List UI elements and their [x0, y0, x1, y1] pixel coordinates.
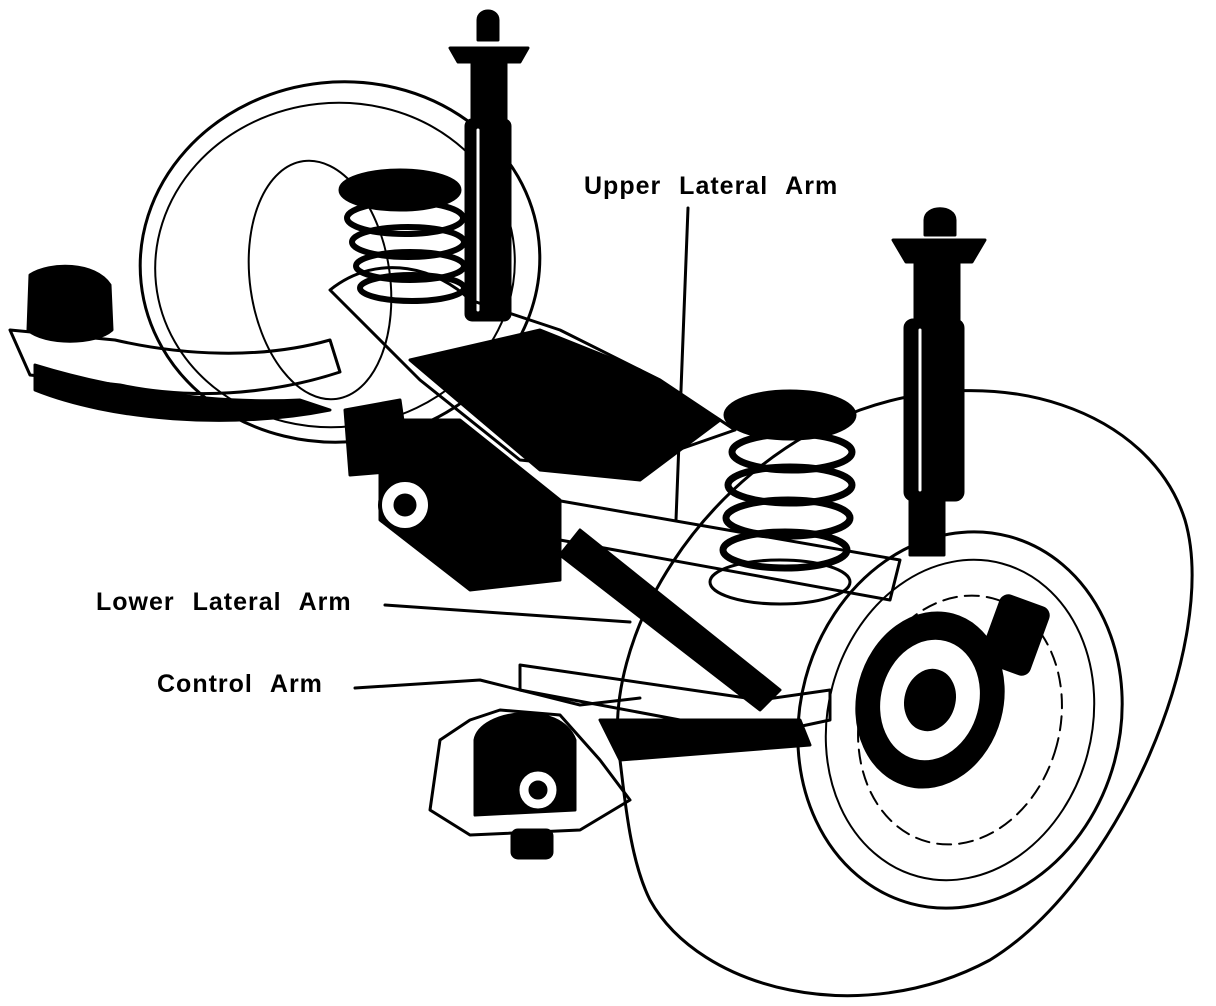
front-mount-bushing [428, 708, 632, 860]
upper-lateral-arm-label: Upper Lateral Arm [584, 172, 839, 200]
control-arm-label: Control Arm [157, 670, 323, 698]
upper-lateral-arm-leader [674, 206, 690, 522]
left-coil-spring [338, 168, 467, 304]
lower-lateral-arm-leader [383, 603, 632, 624]
subframe [328, 266, 737, 592]
lower-lateral-arm-label: Lower Lateral Arm [96, 588, 352, 616]
right-shock-absorber [891, 207, 987, 557]
left-trailing-arm [8, 264, 342, 422]
left-shock-absorber [448, 9, 530, 322]
right-coil-spring [708, 389, 857, 606]
control-arm-leader [353, 678, 642, 707]
lower-lateral-arm-part [553, 498, 902, 712]
leader-lines [353, 206, 690, 707]
brake-hub [855, 594, 1050, 789]
